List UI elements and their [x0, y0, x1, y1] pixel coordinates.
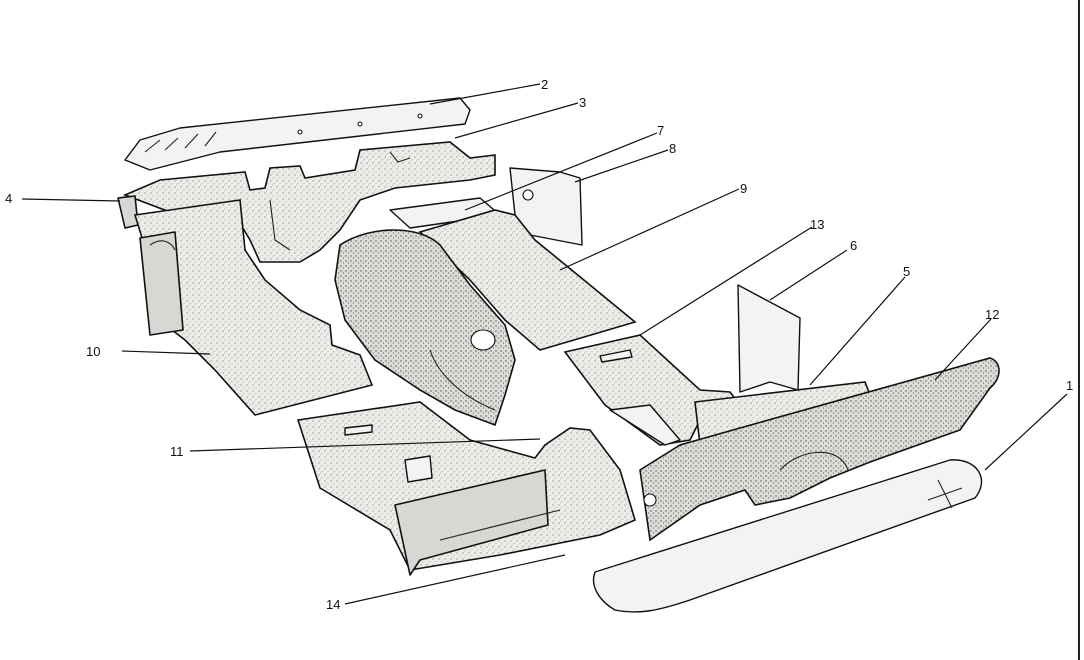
- callout-3: 3: [579, 95, 586, 110]
- part-9-center-floor: [418, 209, 637, 351]
- part-10-left-floor: [133, 199, 374, 416]
- callout-9: 9: [740, 181, 747, 196]
- part-11-lower-floor: [296, 401, 636, 576]
- part-3-bulkhead: [122, 141, 496, 263]
- leader-3: [454, 102, 579, 139]
- leader-8: [574, 149, 669, 183]
- callout-11: 11: [170, 444, 184, 459]
- part-6-upright-panel: [737, 284, 801, 393]
- leader-1: [984, 393, 1068, 471]
- leader-6: [769, 249, 848, 301]
- leader-4: [21, 198, 121, 202]
- leader-14: [344, 554, 566, 605]
- leader-lines: [21, 83, 1068, 605]
- callout-8: 8: [669, 141, 676, 156]
- leader-12: [934, 318, 992, 381]
- callout-13: 13: [810, 217, 824, 232]
- leader-13: [639, 226, 813, 336]
- leader-11: [189, 438, 541, 452]
- leader-2: [429, 83, 541, 105]
- leader-5: [809, 276, 906, 386]
- callout-4: 4: [5, 191, 12, 206]
- callout-12: 12: [985, 307, 999, 322]
- callout-10: 10: [86, 344, 100, 359]
- leader-10: [121, 350, 211, 355]
- part-2-bracket: [124, 97, 471, 171]
- callout-14: 14: [326, 597, 340, 612]
- part-4-side-flange: [117, 195, 139, 229]
- page-edge-line: [1078, 0, 1080, 660]
- callout-5: 5: [903, 264, 910, 279]
- callout-1: 1: [1066, 378, 1073, 393]
- callout-6: 6: [850, 238, 857, 253]
- callout-labels: 1 2 3 4 5 6 7 8 9 10 11 12 13 14: [5, 77, 1073, 612]
- leader-7: [464, 132, 658, 211]
- callout-2: 2: [541, 77, 548, 92]
- callout-7: 7: [657, 123, 664, 138]
- part-1-lower-mat: [592, 459, 983, 613]
- part-12-side-panel: [639, 357, 1000, 542]
- tunnel-cover: [334, 229, 516, 427]
- leader-9: [559, 188, 740, 271]
